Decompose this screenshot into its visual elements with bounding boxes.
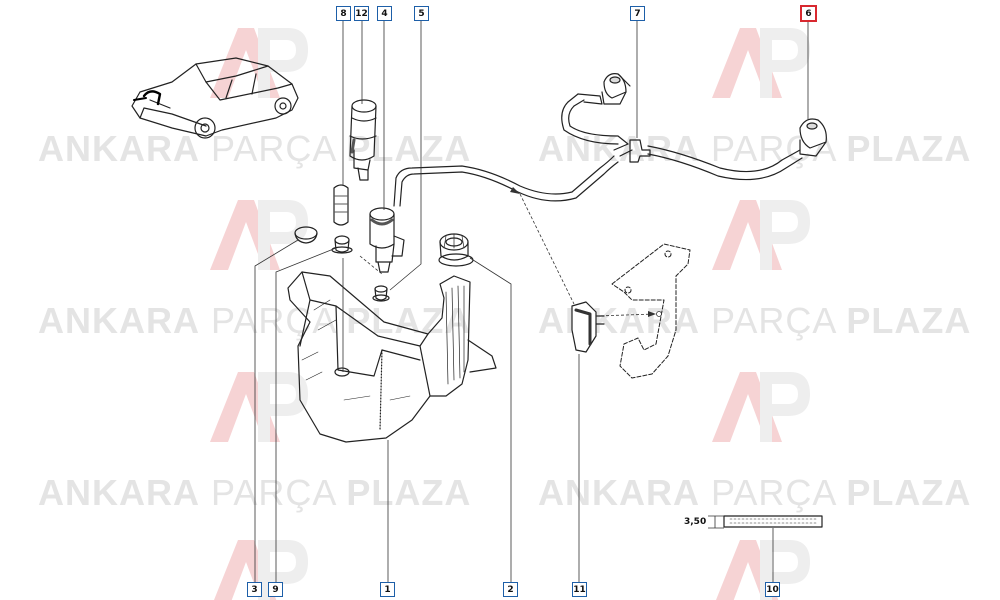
- leader-lines: [254, 21, 809, 582]
- callout-8[interactable]: 8: [336, 6, 351, 21]
- callout-11[interactable]: 11: [572, 582, 587, 597]
- washer-reservoir: [287, 271, 497, 443]
- pump-grommet: [372, 285, 390, 302]
- washer-jet-left: [601, 73, 631, 105]
- tube-segment: [723, 515, 823, 528]
- filler-cap: [294, 226, 318, 244]
- callout-1[interactable]: 1: [380, 582, 395, 597]
- watermark-logo: [210, 28, 810, 600]
- pump-sleeve: [333, 184, 349, 226]
- grommet: [331, 235, 353, 254]
- callout-3[interactable]: 3: [247, 582, 262, 597]
- car-illustration: [131, 57, 299, 139]
- hose-connector: [571, 301, 605, 353]
- callout-10[interactable]: 10: [765, 582, 780, 597]
- washer-pump: [349, 99, 377, 181]
- callout-4[interactable]: 4: [377, 6, 392, 21]
- mounting-bracket: [611, 243, 691, 379]
- callout-5[interactable]: 5: [414, 6, 429, 21]
- callout-12[interactable]: 12: [354, 6, 369, 21]
- callout-6-highlighted[interactable]: 6: [800, 5, 817, 22]
- callout-9[interactable]: 9: [268, 582, 283, 597]
- callout-7[interactable]: 7: [630, 6, 645, 21]
- filler-neck: [438, 233, 474, 267]
- washer-motor: [369, 207, 405, 273]
- washer-jet-right: [799, 118, 827, 157]
- callout-2[interactable]: 2: [503, 582, 518, 597]
- dimension-label: 3,50: [684, 517, 707, 527]
- washer-hose: [393, 93, 803, 207]
